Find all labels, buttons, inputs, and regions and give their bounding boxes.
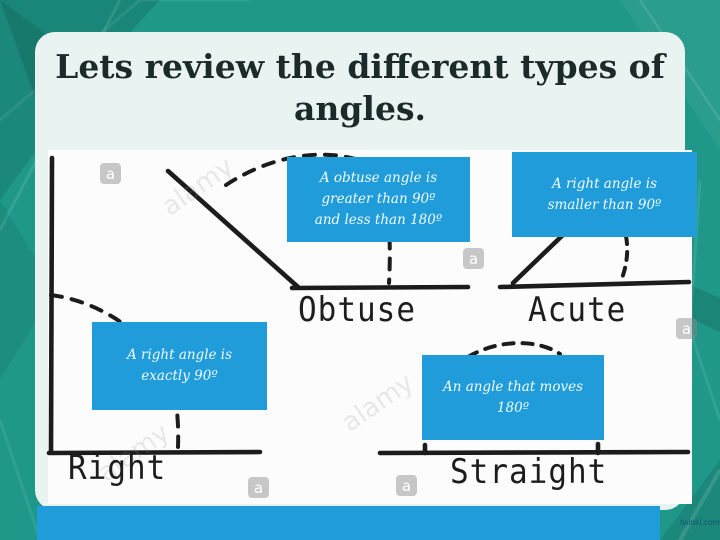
right-angle-horizontal-ray bbox=[46, 449, 263, 456]
alamy-watermark-icon: a bbox=[248, 477, 269, 498]
label-right: Right bbox=[68, 448, 167, 488]
alamy-watermark-icon: a bbox=[100, 163, 121, 184]
slide-title: Lets review the different types of angle… bbox=[55, 47, 665, 129]
label-acute: Acute bbox=[528, 290, 627, 330]
straight-angle-arc bbox=[466, 341, 562, 359]
callout-obtuse-definition: A obtuse angle is greater than 90º and l… bbox=[287, 157, 470, 242]
alamy-watermark-icon: a bbox=[396, 475, 417, 496]
acute-angle-diagonal-ray bbox=[510, 229, 569, 286]
twinkl-watermark: twinkl.com bbox=[680, 517, 720, 527]
footer-accent-bar bbox=[37, 506, 660, 540]
callout-acute-definition: A right angle is smaller than 90º bbox=[512, 152, 697, 237]
angles-stock-image: alamy alamy alamy alamy a a a a a Obtuse… bbox=[46, 150, 697, 504]
label-straight: Straight bbox=[450, 452, 608, 492]
right-angle-vertical-ray bbox=[48, 155, 55, 455]
label-obtuse: Obtuse bbox=[298, 290, 416, 330]
obtuse-angle-horizontal-ray bbox=[289, 284, 471, 291]
straight-angle-line bbox=[377, 449, 691, 456]
alamy-watermark-icon: a bbox=[463, 248, 484, 269]
alamy-watermark-icon: a bbox=[676, 318, 697, 339]
callout-straight-definition: An angle that moves 180º bbox=[422, 355, 604, 440]
acute-angle-horizontal-ray bbox=[497, 279, 692, 290]
obtuse-angle-diagonal-ray bbox=[165, 168, 301, 290]
acute-angle-arc bbox=[619, 234, 630, 283]
callout-right-definition: A right angle is exactly 90º bbox=[92, 322, 267, 410]
